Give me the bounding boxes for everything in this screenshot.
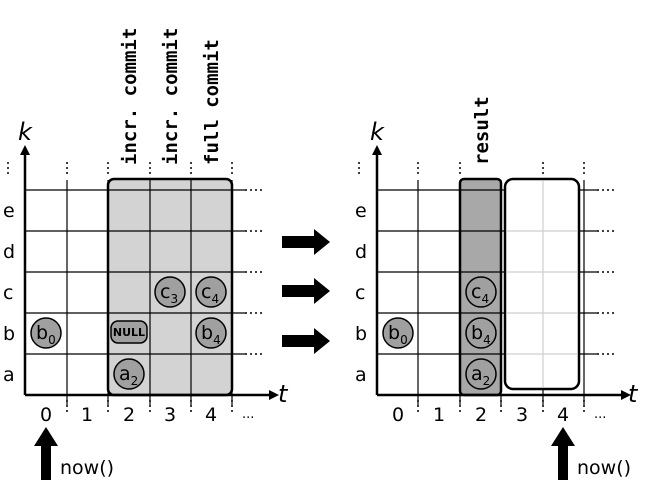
left-item-b4-sub: 4: [213, 333, 221, 347]
left-item-null: NULL: [110, 320, 148, 344]
svg-text:c4: c4: [201, 281, 219, 306]
left-item-b4: b4: [195, 317, 227, 349]
transition-arrow-2: [282, 278, 330, 304]
left-item-c4-sub: 4: [211, 292, 219, 306]
right-panel: k t a b c d e 0 1 2 3 4 ... result b0 a2…: [355, 96, 639, 480]
left-item-a2-sub: 2: [131, 374, 139, 388]
right-item-b4-sub: 4: [483, 333, 491, 347]
left-panel: k t a b c d e 0 1 2 3 4 ... incr. commit…: [3, 28, 289, 480]
transition-arrow-1: [282, 229, 330, 255]
right-k-axis-label: k: [370, 118, 385, 146]
right-row-label-e: e: [355, 200, 367, 222]
left-col-label-2: 2: [123, 404, 135, 426]
right-item-c4-sub: 4: [481, 292, 489, 306]
right-now-arrow: [551, 427, 575, 480]
left-item-null-text: NULL: [113, 326, 145, 339]
left-item-c4: c4: [195, 276, 227, 308]
right-row-label-c: c: [355, 282, 365, 304]
left-now-arrow: [34, 427, 58, 480]
left-t-axis-label: t: [278, 380, 289, 408]
right-item-b0-base: b: [388, 322, 400, 344]
left-grid-horizontal: [25, 189, 245, 355]
right-empty-window: [503, 177, 581, 391]
left-row-label-d: d: [3, 241, 15, 263]
right-item-c4-base: c: [471, 281, 481, 303]
right-item-a2-sub: 2: [483, 374, 491, 388]
right-item-a2: a2: [465, 358, 497, 390]
right-item-a2-base: a: [471, 363, 483, 385]
svg-text:b0: b0: [36, 322, 56, 347]
right-empty-window-faint-grid: [507, 181, 577, 387]
left-col-label-1: 1: [81, 404, 93, 426]
left-header-incr-commit-2: incr. commit: [160, 28, 182, 165]
right-t-axis-label: t: [628, 380, 639, 408]
svg-text:b4: b4: [471, 322, 491, 347]
left-item-b4-base: b: [201, 322, 213, 344]
left-item-c3-sub: 3: [170, 292, 178, 306]
left-item-b0-sub: 0: [48, 333, 56, 347]
left-item-c3-base: c: [160, 281, 170, 303]
left-grid-dots: [7, 162, 262, 414]
right-col-label-0: 0: [392, 404, 404, 426]
right-col-label-2: 2: [475, 404, 487, 426]
left-header-incr-commit-1: incr. commit: [119, 28, 141, 165]
svg-text:c4: c4: [471, 281, 489, 306]
right-now-label: now(): [577, 457, 631, 479]
right-col-ellipsis: ...: [594, 407, 606, 422]
right-item-b0-sub: 0: [400, 333, 408, 347]
left-row-label-a: a: [3, 364, 15, 386]
left-k-axis-label: k: [18, 118, 33, 146]
left-col-ellipsis: ...: [242, 407, 254, 422]
left-col-label-0: 0: [40, 404, 52, 426]
left-item-a2: a2: [113, 358, 145, 390]
left-header-full-commit: full commit: [201, 39, 223, 165]
left-item-b0: b0: [30, 317, 62, 349]
left-col-label-3: 3: [164, 404, 176, 426]
right-item-c4: c4: [465, 276, 497, 308]
left-item-b0-base: b: [36, 322, 48, 344]
left-item-c4-base: c: [201, 281, 211, 303]
svg-text:a2: a2: [471, 363, 490, 388]
right-col-label-3: 3: [516, 404, 528, 426]
right-row-label-a: a: [355, 364, 367, 386]
left-row-label-c: c: [3, 282, 13, 304]
right-row-label-d: d: [355, 241, 367, 263]
right-item-b4: b4: [465, 317, 497, 349]
left-item-a2-base: a: [119, 363, 131, 385]
right-item-b0: b0: [382, 317, 414, 349]
left-col-label-4: 4: [205, 404, 217, 426]
svg-text:a2: a2: [119, 363, 138, 388]
left-item-c3: c3: [154, 276, 186, 308]
right-item-b4-base: b: [471, 322, 483, 344]
left-row-label-b: b: [3, 323, 15, 345]
right-header-result: result: [471, 96, 493, 165]
right-row-label-b: b: [355, 323, 367, 345]
left-now-label: now(): [60, 457, 114, 479]
right-grid-dots: [358, 162, 614, 414]
left-grid-vertical: [66, 180, 233, 405]
svg-text:b0: b0: [388, 322, 408, 347]
transition-arrows: [282, 229, 330, 354]
right-col-label-1: 1: [433, 404, 445, 426]
svg-text:c3: c3: [160, 281, 178, 306]
left-row-label-e: e: [3, 200, 15, 222]
transition-arrow-3: [282, 328, 330, 354]
right-col-label-4: 4: [557, 404, 569, 426]
svg-text:b4: b4: [201, 322, 221, 347]
